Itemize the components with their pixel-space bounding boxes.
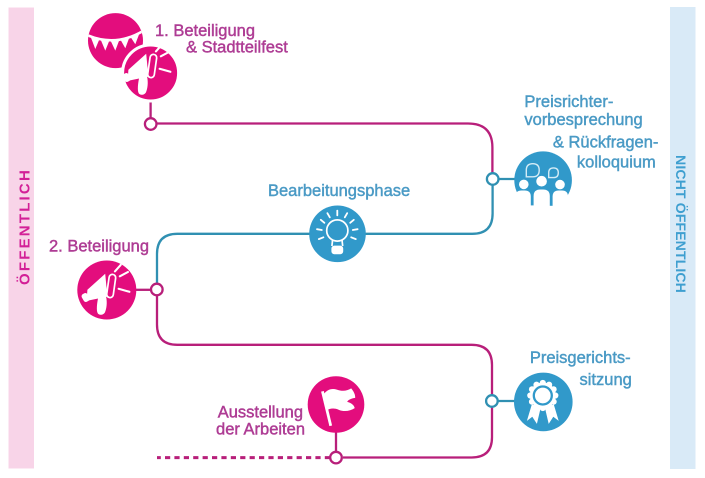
- svg-text:kolloquium: kolloquium: [577, 154, 656, 172]
- svg-text:Bearbeitungsphase: Bearbeitungsphase: [268, 182, 410, 200]
- svg-text:Ausstellung: Ausstellung: [218, 404, 303, 422]
- svg-text:der Arbeiten: der Arbeiten: [216, 421, 305, 439]
- svg-text:& Stadtteilfest: & Stadtteilfest: [186, 39, 288, 57]
- svg-text:ÖFFENTLICH: ÖFFENTLICH: [17, 168, 34, 285]
- svg-text:2. Beteiligung: 2. Beteiligung: [49, 238, 149, 256]
- svg-text:1. Beteiligung: 1. Beteiligung: [155, 22, 255, 40]
- svg-text:NICHT ÖFFENTLICH: NICHT ÖFFENTLICH: [672, 155, 689, 293]
- svg-text:vorbesprechung: vorbesprechung: [524, 111, 642, 129]
- svg-text:Preisrichter-: Preisrichter-: [524, 93, 613, 111]
- svg-text:sitzung: sitzung: [580, 371, 632, 389]
- svg-text:& Rückfragen-: & Rückfragen-: [553, 134, 658, 152]
- svg-text:Preisgerichts-: Preisgerichts-: [530, 349, 631, 367]
